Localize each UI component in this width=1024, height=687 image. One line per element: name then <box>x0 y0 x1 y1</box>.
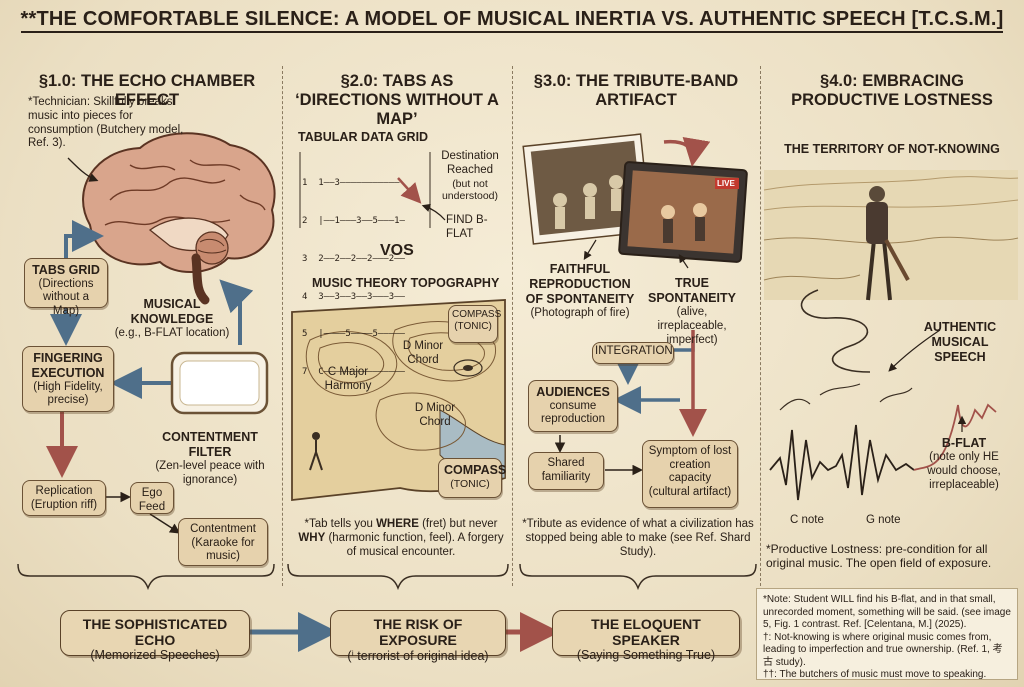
tribute-note: *Tribute as evidence of what a civilizat… <box>522 518 754 558</box>
live-badge: LIVE <box>717 179 735 188</box>
bflat-label: B-FLAT (note only HE would choose, irrep… <box>927 436 1001 491</box>
find-bflat-label: FIND B-FLAT <box>446 214 488 240</box>
sophisticated-echo-box: THE SOPHISTICATED ECHO (Memorized Speech… <box>60 610 250 662</box>
productive-lostness-note: *Productive Lostness: pre-condition for … <box>766 542 992 571</box>
brain-illustration <box>82 132 276 305</box>
landscape-illustration <box>763 170 1019 373</box>
faithful-reproduction-label: FAITHFUL REPRODUCTION OF SPONTANEITY (Ph… <box>525 262 635 319</box>
symptom-box: Symptom of lost creation capacity (cultu… <box>642 440 738 508</box>
d-minor-label-1: D Minor Chord <box>402 340 444 366</box>
eloquent-speaker-box: THE ELOQUENT SPEAKER (Saying Something T… <box>552 610 740 662</box>
waveform <box>769 383 997 501</box>
tabs-grid-box: TABS GRID (Directions without a Map) <box>24 258 108 317</box>
section-3-title: §3.0: THE TRIBUTE-BAND ARTIFACT <box>533 72 739 109</box>
compass-bottom-box: COMPASS (TONIC) <box>438 458 506 498</box>
footnotes-box: *Note: Student WILL find his B-flat, and… <box>756 588 1018 680</box>
band-photo <box>522 133 652 245</box>
replication-box: Replication (Eruption riff) <box>22 480 106 516</box>
tab-grid-lines <box>299 152 431 228</box>
fingering-execution-box: FINGERING EXECUTION (High Fidelity, prec… <box>22 346 114 412</box>
risk-of-exposure-box: THE RISK OF EXPOSURE (ⁱ terrorist of ori… <box>330 610 506 663</box>
tab-note: *Tab tells you WHERE (fret) but never WH… <box>298 518 504 558</box>
ego-feed-box: Ego Feed <box>130 482 174 514</box>
vos-label: VOS <box>380 242 414 259</box>
column-divider <box>512 66 513 586</box>
d-minor-label-2: D Minor Chord <box>414 402 456 428</box>
authentic-speech-label: AUTHENTIC MUSICAL SPEECH <box>923 320 997 364</box>
shared-familiarity-box: Shared familiarity <box>528 452 604 490</box>
integration-box: INTEGRATION <box>592 342 674 364</box>
tab-grid: 1 1——3——————————— 2 |——1———3——5———1— 3 2… <box>302 178 405 378</box>
technician-note: *Technician: Skillfully breaks music int… <box>28 96 184 150</box>
g-note-label: G note <box>866 514 901 526</box>
audiences-box: AUDIENCES consume reproduction <box>528 380 618 432</box>
topography-title: MUSIC THEORY TOPOGRAPHY <box>312 276 500 290</box>
section-4-title: §4.0: EMBRACING PRODUCTIVE LOSTNESS <box>791 72 993 109</box>
true-spontaneity-label: TRUE SPONTANEITY (alive, irreplaceable, … <box>648 276 736 346</box>
tab-grid-title: TABULAR DATA GRID <box>298 130 429 144</box>
column-divider <box>282 66 283 586</box>
section-2-title: §2.0: TABS AS ‘DIRECTIONS WITHOUT A MAP’ <box>295 72 499 128</box>
section-1-title: §1.0: THE ECHO CHAMBER EFFECT <box>38 72 256 109</box>
compass-top-box: COMPASS (TONIC) <box>448 305 501 343</box>
musical-knowledge-label: MUSICAL KNOWLEDGE (e.g., B-FLAT location… <box>114 297 230 339</box>
live-screen <box>618 161 748 263</box>
column-divider <box>760 66 761 586</box>
contentment-box: Contentment (Karaoke for music) <box>178 518 268 566</box>
destination-label: Destination Reached (but not understood) <box>441 150 499 203</box>
c-note-label: C note <box>790 514 824 526</box>
contentment-filter-label: CONTENTMENT FILTER (Zen-level peace with… <box>155 430 265 486</box>
page-title: **THE COMFORTABLE SILENCE: A MODEL OF MU… <box>0 8 1024 33</box>
c-major-label: C Major Harmony <box>324 366 372 392</box>
territory-label: THE TERRITORY OF NOT-KNOWING <box>784 142 1000 156</box>
